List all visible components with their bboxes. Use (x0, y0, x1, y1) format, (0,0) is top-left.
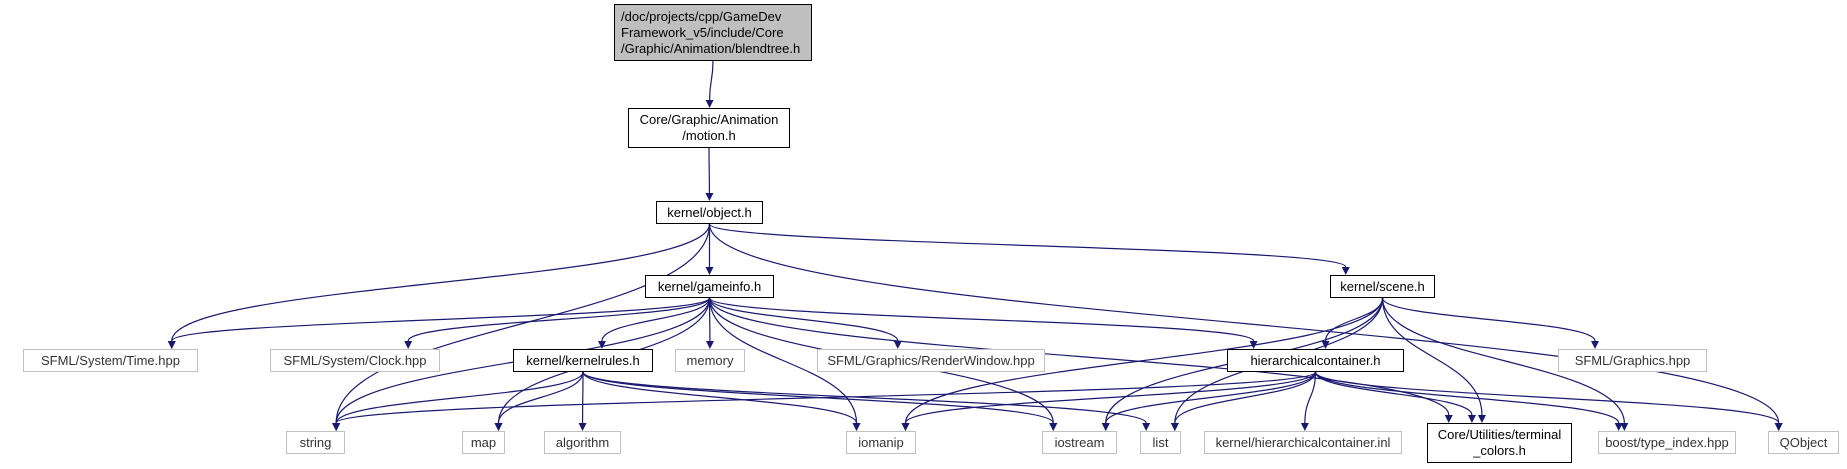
node-hierarchicalcontainer-inl: kernel/hierarchicalcontainer.inl (1204, 431, 1402, 454)
arrowhead-gameinfo-to-memory (705, 341, 714, 349)
node-object-h[interactable]: kernel/object.h (656, 201, 763, 224)
node-list: list (1140, 431, 1181, 454)
node-boost-type-index-hpp: boost/type_index.hpp (1598, 431, 1736, 454)
edge-blendtree-to-motion (709, 60, 714, 101)
arrowhead-motion-to-object (705, 193, 714, 201)
arrowhead-gameinfo-to-time (167, 341, 176, 349)
edge-hierarchical-to-hierinl (1304, 371, 1317, 424)
arrowhead-scene-to-sfmlgraphics (1591, 341, 1599, 349)
node-hierarchicalcontainer-h[interactable]: hierarchicalcontainer.h (1227, 349, 1404, 372)
edge-kernelrules-to-iomanip (582, 371, 858, 424)
arrowhead-gameinfo-to-renderwindow (893, 341, 902, 349)
arrowhead-kernelrules-to-map (494, 423, 503, 431)
node-iostream: iostream (1042, 431, 1117, 454)
arrowhead-hierarchical-to-iomanip (901, 423, 910, 431)
arrowhead-gameinfo-to-terminal (1444, 415, 1453, 423)
edge-gameinfo-to-hierarchical (708, 297, 1255, 342)
node-sfml-clock-hpp: SFML/System/Clock.hpp (270, 349, 440, 372)
arrowhead-scene-to-typeindex (1620, 423, 1629, 431)
arrowhead-kernelrules-to-iostream (1049, 423, 1058, 431)
arrowhead-object-to-gameinfo (705, 267, 714, 275)
edge-scene-to-sfmlgraphics (1381, 297, 1596, 342)
edge-hierarchical-to-qobject (1314, 371, 1780, 424)
edge-gameinfo-to-kernelrules (601, 297, 711, 342)
arrowhead-blendtree-to-motion (705, 100, 714, 108)
arrowhead-kernelrules-to-list (1142, 423, 1151, 431)
node-gameinfo-h[interactable]: kernel/gameinfo.h (645, 275, 774, 298)
edge-hierarchical-to-terminal (1314, 371, 1473, 416)
node-kernelrules-h[interactable]: kernel/kernelrules.h (513, 349, 653, 372)
edge-object-to-qobject (708, 223, 1780, 424)
node-algorithm: algorithm (544, 431, 621, 454)
edge-scene-to-terminal (1381, 297, 1483, 416)
edge-object-to-string (335, 223, 711, 424)
edge-gameinfo-to-renderwindow (708, 297, 899, 342)
edge-gameinfo-to-clock (407, 297, 711, 342)
node-blendtree-h: /doc/projects/cpp/GameDev Framework_v5/i… (614, 4, 812, 61)
arrowhead-kernelrules-to-algorithm (578, 423, 587, 431)
edge-object-to-scene (708, 223, 1347, 268)
node-qobject: QObject (1768, 431, 1839, 454)
node-sfml-time-hpp: SFML/System/Time.hpp (23, 349, 198, 372)
node-map: map (462, 431, 505, 454)
node-memory: memory (675, 349, 745, 372)
edge-object-to-time (171, 223, 711, 342)
node-terminal-colors-h[interactable]: Core/Utilities/terminal _colors.h (1427, 423, 1572, 463)
arrowhead-hierarchical-to-hierinl (1300, 423, 1309, 431)
edge-hierarchical-to-iomanip (904, 371, 1317, 424)
arrowhead-gameinfo-to-clock (404, 341, 413, 349)
node-iomanip: iomanip (846, 431, 916, 454)
arrowhead-kernelrules-to-iomanip (852, 423, 861, 431)
node-motion-h[interactable]: Core/Graphic/Animation /motion.h (628, 108, 790, 148)
edge-gameinfo-to-iomanip (708, 297, 858, 424)
node-sfml-renderwindow-hpp: SFML/Graphics/RenderWindow.hpp (817, 349, 1045, 372)
arrowhead-hierarchical-to-list (1170, 423, 1179, 431)
node-string: string (286, 431, 345, 454)
arrowhead-hierarchical-to-typeindex (1614, 423, 1623, 431)
arrowhead-scene-to-terminal (1477, 415, 1486, 423)
edge-gameinfo-to-terminal (708, 297, 1450, 416)
arrowhead-hierarchical-to-terminal (1467, 415, 1476, 423)
edge-kernelrules-to-map (497, 371, 584, 424)
node-scene-h[interactable]: kernel/scene.h (1330, 275, 1435, 298)
edge-scene-to-hierarchical (1324, 297, 1384, 342)
arrowhead-hierarchical-to-string (332, 423, 341, 431)
edge-kernelrules-to-list (582, 371, 1147, 424)
arrowhead-gameinfo-to-kernelrules (597, 341, 606, 349)
edge-hierarchical-to-string (335, 371, 1317, 424)
edge-hierarchical-to-list (1174, 371, 1317, 424)
edge-gameinfo-to-time (171, 297, 711, 342)
arrowhead-hierarchical-to-qobject (1774, 423, 1783, 431)
edge-hierarchical-to-iostream (1105, 371, 1317, 424)
arrowhead-object-to-scene (1341, 267, 1350, 275)
edge-hierarchical-to-typeindex (1314, 371, 1620, 424)
node-sfml-graphics-hpp: SFML/Graphics.hpp (1558, 349, 1707, 372)
arrowhead-hierarchical-to-iostream (1101, 423, 1110, 431)
edge-kernelrules-to-string (335, 371, 584, 424)
